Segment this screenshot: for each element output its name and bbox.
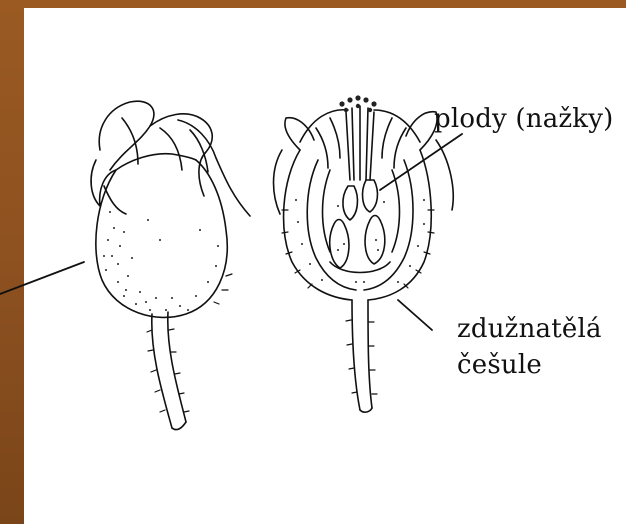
label-hypanthium-line2: češule <box>457 350 542 380</box>
leader-line-left <box>0 262 84 294</box>
leader-line-fruits <box>380 134 462 190</box>
stigma-dots <box>339 95 376 112</box>
whole-rose-hip <box>91 101 250 429</box>
achene-1 <box>330 220 349 269</box>
left-hip-body <box>96 160 227 317</box>
leader-line-hypanthium <box>398 300 432 330</box>
left-sepal-1 <box>99 101 154 170</box>
left-stalk <box>168 312 186 422</box>
styles <box>352 108 354 180</box>
sectioned-rose-hip <box>274 95 454 412</box>
achene-2 <box>365 216 385 265</box>
achene-3 <box>343 186 358 220</box>
right-sepal-right <box>406 112 437 150</box>
achene-4 <box>363 180 378 212</box>
right-stipple <box>295 199 425 283</box>
right-sepal-left <box>285 118 314 150</box>
left-stalk-bristles <box>147 274 232 412</box>
left-sepal-4 <box>178 120 250 216</box>
right-outer-wall <box>284 150 352 300</box>
label-hypanthium-line1: zdužnatělá <box>457 314 602 344</box>
left-stipple <box>103 211 219 311</box>
label-fruits: plody (nažky) <box>434 104 613 134</box>
right-inner-wall <box>307 160 356 290</box>
right-stalk <box>352 300 360 410</box>
